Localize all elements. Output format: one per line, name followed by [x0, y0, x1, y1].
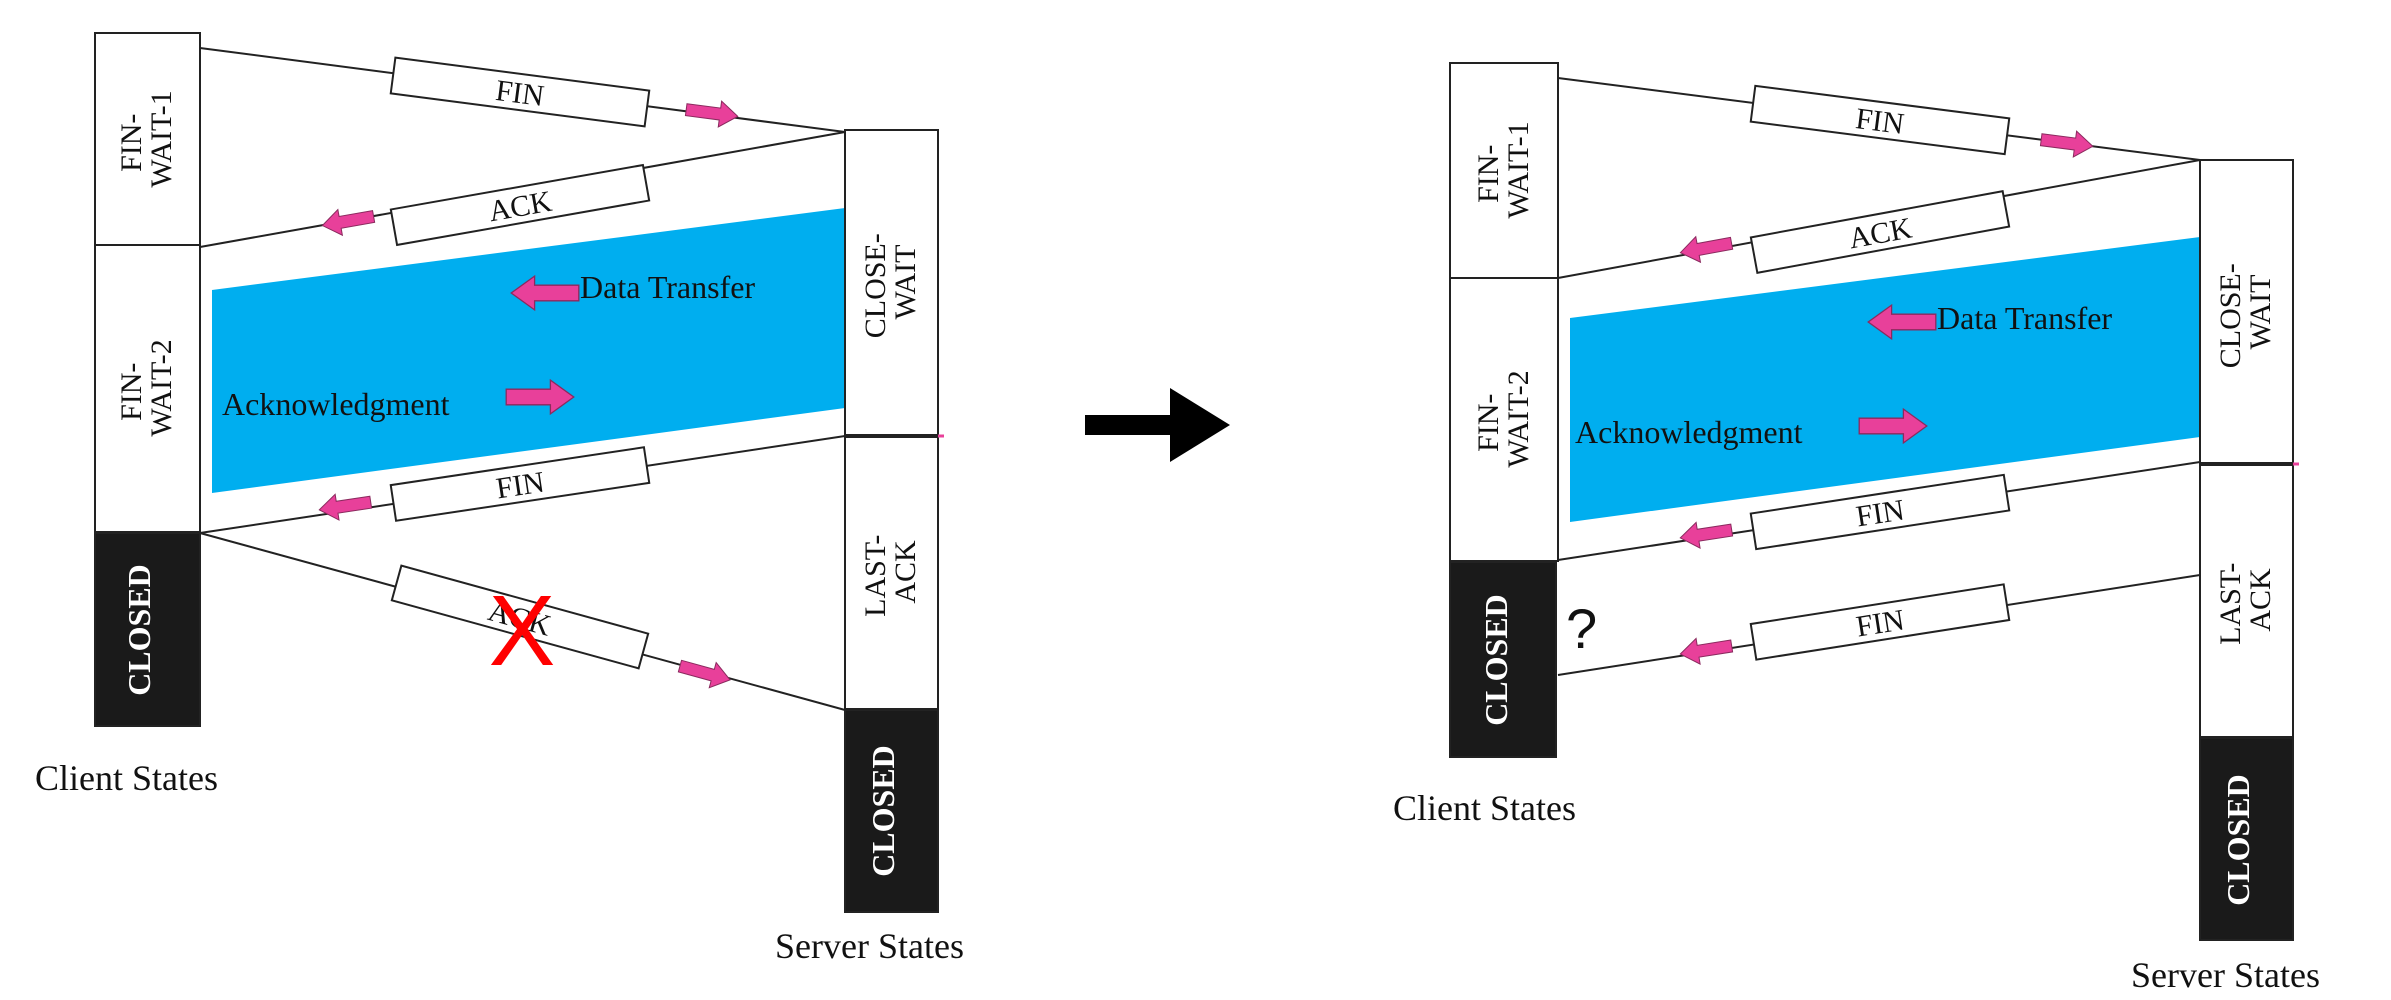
left-client-fin-wait-2-box	[94, 244, 201, 533]
svg-text:FIN: FIN	[1854, 603, 1907, 643]
left-server-state-ack: ACK	[889, 540, 922, 604]
svg-text:FIN- WAIT-2: FIN- WAIT-2	[1472, 370, 1535, 467]
left-server-state-close: CLOSE-	[859, 233, 892, 338]
left-server-state-wait: WAIT	[889, 245, 922, 320]
right-client-fin-wait-1-box	[1449, 62, 1559, 279]
left-client-fin-wait-1-box	[94, 32, 201, 246]
right-client-state-wait-1: WAIT-1	[1502, 121, 1535, 218]
x-mark-icon: X	[489, 575, 556, 687]
left-client-state-wait-1: WAIT-1	[145, 90, 178, 187]
svg-text:FIN: FIN	[1854, 102, 1906, 141]
right-server-state-wait: WAIT	[2244, 275, 2277, 350]
left-client-state-wait-2: WAIT-2	[145, 339, 178, 436]
left-client-state-fin-2: FIN-	[115, 363, 148, 421]
right-acknowledgment-label: Acknowledgment	[1575, 414, 1803, 450]
left-server-states-caption: Server States	[775, 926, 964, 966]
right-client-state-fin-2: FIN-	[1472, 394, 1505, 452]
right-server-state-closed: CLOSED	[2220, 774, 2256, 906]
left-acknowledgment-label: Acknowledgment	[222, 386, 450, 422]
left-diagram: Data Transfer Acknowledgment FIN- WAIT-1…	[35, 32, 964, 966]
svg-text:LAST- ACK: LAST- ACK	[859, 527, 922, 617]
right-data-transfer-band	[1570, 237, 2200, 522]
left-client-state-closed: CLOSED	[121, 564, 157, 696]
left-client-state-fin: FIN-	[115, 114, 148, 172]
right-client-state-fin: FIN-	[1472, 145, 1505, 203]
right-segment-fin-3: FIN	[1677, 583, 2011, 668]
right-server-closed-box	[2199, 737, 2294, 941]
right-segment-ack-1: ACK	[1677, 190, 2011, 274]
left-client-states-caption: Client States	[35, 758, 218, 798]
right-diagram: Data Transfer Acknowledgment FIN- WAIT-1…	[1393, 62, 2320, 995]
svg-text:FIN- WAIT-2: FIN- WAIT-2	[115, 339, 178, 436]
svg-text:FIN- WAIT-1: FIN- WAIT-1	[115, 90, 178, 187]
right-segment-fin-1: FIN	[1749, 84, 2095, 160]
svg-text:FIN- WAIT-1: FIN- WAIT-1	[1472, 121, 1535, 218]
right-data-transfer-label: Data Transfer	[1937, 300, 2112, 336]
right-segment-fin-2: FIN	[1677, 473, 2011, 552]
right-server-states-caption: Server States	[2131, 955, 2320, 995]
right-client-state-closed: CLOSED	[1478, 594, 1514, 726]
svg-text:FIN: FIN	[494, 466, 547, 506]
right-client-closed-box	[1449, 561, 1557, 758]
right-server-state-ack: ACK	[2244, 568, 2277, 632]
left-server-closed-box	[844, 709, 939, 913]
left-segment-ack-1: ACK	[319, 163, 651, 247]
left-segment-fin-2: FIN	[316, 446, 651, 524]
left-segment-ack-2: ACK	[390, 564, 735, 693]
svg-text:FIN: FIN	[494, 74, 546, 113]
left-data-transfer-band	[212, 208, 845, 493]
left-server-state-closed: CLOSED	[865, 745, 901, 877]
svg-text:CLOSE- WAIT: CLOSE- WAIT	[2214, 256, 2277, 369]
question-mark: ?	[1566, 597, 1597, 660]
right-client-states-caption: Client States	[1393, 788, 1576, 828]
svg-text:LAST- ACK: LAST- ACK	[2214, 555, 2277, 645]
left-server-state-last: LAST-	[859, 535, 892, 617]
svg-text:FIN: FIN	[1854, 494, 1907, 534]
right-client-state-wait-2: WAIT-2	[1502, 370, 1535, 467]
right-server-close-wait-box	[2199, 159, 2294, 464]
left-segment-fin-1: FIN	[389, 56, 740, 130]
right-server-state-close: CLOSE-	[2214, 263, 2247, 368]
left-data-transfer-label: Data Transfer	[580, 269, 755, 305]
right-server-state-last: LAST-	[2214, 563, 2247, 645]
right-arrow-icon	[1085, 388, 1230, 462]
left-client-closed-box	[94, 532, 201, 727]
svg-text:CLOSE- WAIT: CLOSE- WAIT	[859, 226, 922, 339]
left-server-close-wait-box	[844, 129, 939, 436]
